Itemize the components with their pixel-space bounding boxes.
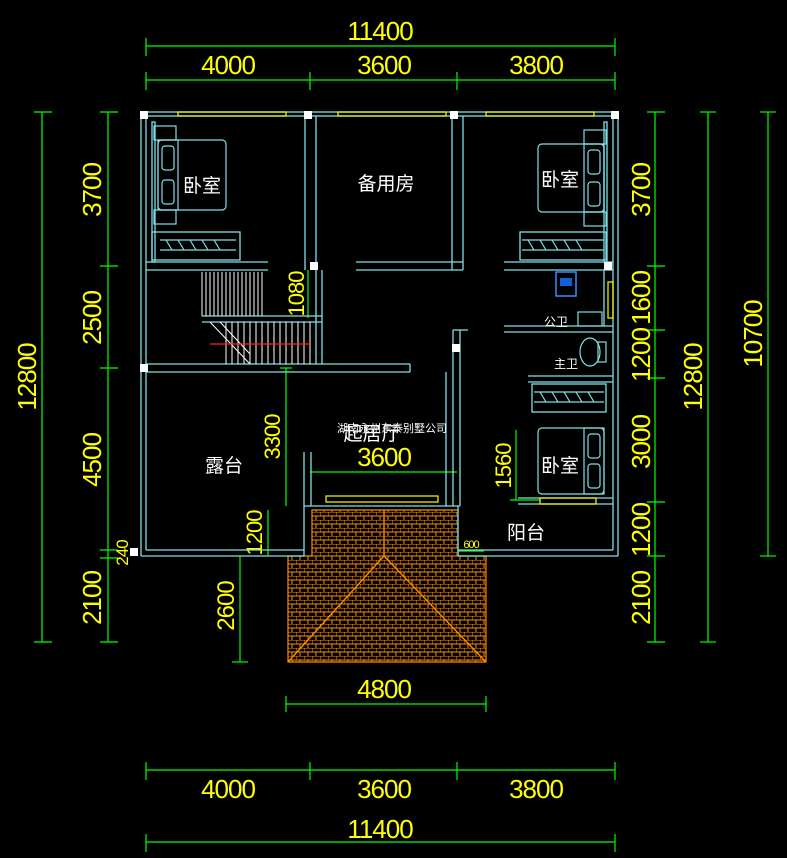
room-balcony: 阳台 — [507, 522, 545, 544]
dim-top-seg-3: 3800 — [509, 50, 563, 80]
dim-porch: 4800 — [357, 674, 411, 704]
dimension-lines — [34, 38, 776, 852]
dim-left-3: 4500 — [77, 433, 107, 487]
dim-bottom-seg-1: 4000 — [201, 774, 255, 804]
dim-right-2: 1600 — [626, 271, 656, 325]
dim-top-total: 11400 — [347, 16, 413, 46]
staircase — [201, 272, 311, 365]
dim-right-1: 3700 — [626, 163, 656, 217]
dim-right-outer: 10700 — [738, 300, 768, 368]
dim-top-seg-2: 3600 — [357, 50, 411, 80]
dim-step-1200: 1200 — [242, 510, 267, 556]
bed-left — [153, 125, 236, 251]
room-master-bath: 主卫 — [554, 357, 578, 371]
dim-bottom-total: 11400 — [347, 814, 413, 844]
dim-right-mid: 12800 — [678, 343, 708, 411]
dim-bedroom-depth: 1560 — [491, 443, 516, 489]
dim-right-3: 1200 — [626, 328, 656, 382]
dim-stair-width: 1080 — [284, 271, 309, 317]
room-spare: 备用房 — [357, 173, 414, 195]
dim-step-2600: 2600 — [213, 581, 240, 631]
room-bedroom-left: 卧室 — [183, 175, 221, 197]
bed-master — [534, 391, 605, 495]
dim-terrace-depth: 3300 — [260, 414, 285, 460]
dim-corridor: 3600 — [357, 442, 411, 472]
room-labels: 卧室 备用房 卧室 公卫 主卫 露台 卧室 阳台 起居厅 湖南永州东泰别墅公司 — [183, 169, 579, 544]
dim-right-5: 1200 — [626, 503, 656, 557]
dimension-labels: 11400 4000 3600 3800 4000 3600 3800 1140… — [12, 16, 768, 844]
dim-right-6: 2100 — [626, 571, 656, 625]
watermark: 湖南永州东泰别墅公司 — [337, 421, 447, 435]
dim-bottom-seg-3: 3800 — [509, 774, 563, 804]
dim-left-outer: 12800 — [12, 343, 42, 411]
dim-600: 600 — [463, 539, 479, 551]
room-public-bath: 公卫 — [544, 315, 568, 329]
dim-left-5: 2100 — [77, 571, 107, 625]
bed-right — [522, 129, 607, 251]
dim-left-2: 2500 — [77, 291, 107, 345]
room-master-bedroom: 卧室 — [541, 455, 579, 477]
dim-right-4: 3000 — [626, 415, 656, 469]
public-bath-fixtures — [555, 271, 607, 367]
dim-top-seg-1: 4000 — [201, 50, 255, 80]
dim-bottom-seg-2: 3600 — [357, 774, 411, 804]
porch-roof — [287, 509, 487, 663]
room-bedroom-right: 卧室 — [541, 169, 579, 191]
windows — [177, 111, 614, 505]
dim-left-4: 240 — [113, 540, 132, 566]
columns — [130, 111, 619, 556]
room-terrace: 露台 — [205, 455, 243, 477]
dim-left-1: 3700 — [77, 163, 107, 217]
room-hall: 起居厅 — [343, 423, 400, 445]
